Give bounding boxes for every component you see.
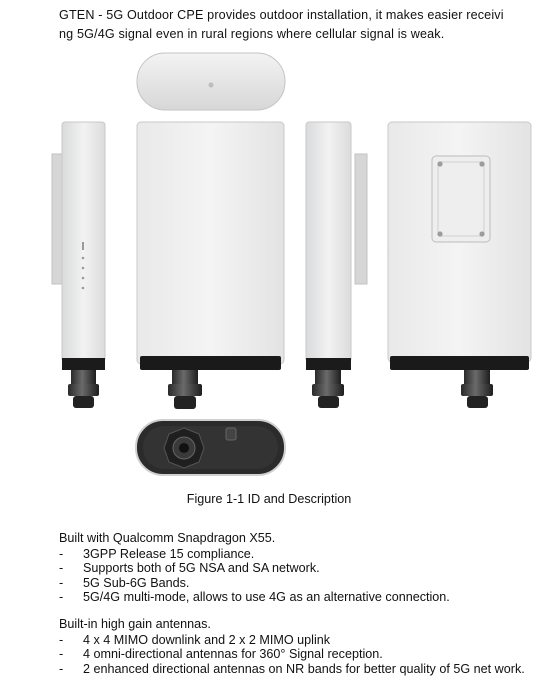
section-heading: Built-in high gain antennas. [59,617,211,631]
list-item: -3GPP Release 15 compliance. [59,546,255,561]
feature-list: -4 x 4 MIMO downlink and 2 x 2 MIMO upli… [59,633,529,677]
bullet-dash: - [59,546,64,561]
device-top-view [136,52,286,111]
list-item: -4 omni-directional antennas for 360° Si… [59,647,383,661]
intro-line-1: GTEN - 5G Outdoor CPE provides outdoor i… [59,8,504,22]
bullet-dash: - [59,632,64,647]
intro-line-2: ng 5G/4G signal even in rural regions wh… [59,27,445,41]
list-item: -Supports both of 5G NSA and SA network. [59,561,320,575]
feature-section-antennas: Built-in high gain antennas. -4 x 4 MIMO… [59,617,529,676]
figure-caption: Figure 1-1 ID and Description [186,492,352,506]
section-heading: Built with Qualcomm Snapdragon X55. [59,531,276,545]
list-item: -4 x 4 MIMO downlink and 2 x 2 MIMO upli… [59,632,331,647]
bullet-dash: - [59,590,64,604]
bullet-dash: - [59,647,64,661]
device-bottom-view [135,419,286,476]
bullet-dash: - [59,661,64,676]
intro-paragraph: GTEN - 5G Outdoor CPE provides outdoor i… [59,6,521,44]
feature-list: -3GPP Release 15 compliance. -Supports b… [59,547,529,605]
bullet-dash: - [59,575,64,590]
device-front-view [136,121,285,409]
bullet-dash: - [59,561,64,575]
list-item: -5G/4G multi-mode, allows to use 4G as a… [59,590,450,604]
list-item: -2 enhanced directional antennas on NR b… [59,661,525,676]
product-figure [51,52,532,476]
feature-section-chipset: Built with Qualcomm Snapdragon X55. -3GP… [59,531,529,605]
list-item: -5G Sub-6G Bands. [59,575,190,590]
device-left-side-view [51,121,106,408]
device-back-view [387,121,532,408]
device-right-side-view [305,121,368,408]
